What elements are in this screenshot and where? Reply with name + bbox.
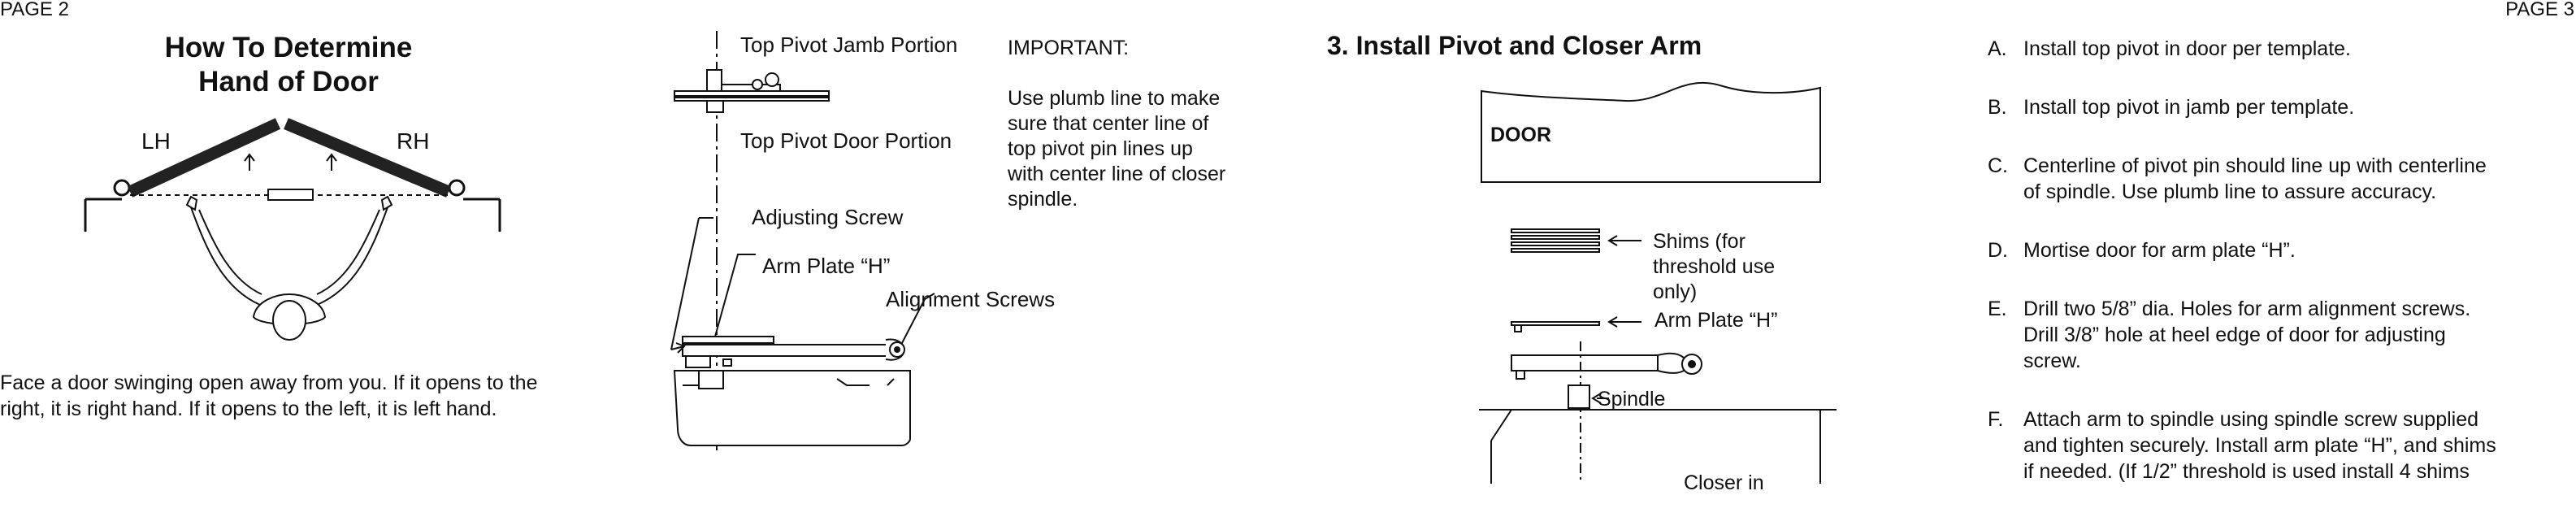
install-steps: A. Install top pivot in door per templat… (1988, 36, 2527, 517)
adjusting-screw-label: Adjusting Screw (752, 205, 904, 229)
important-line: sure that center line of (1008, 112, 1209, 135)
step-text: screw. (2023, 350, 2081, 372)
important-note: IMPORTANT: Use plumb line to make sure t… (1008, 36, 1284, 212)
alignment-screws-leader (901, 293, 935, 344)
hand-caption-line2: right, it is right hand. If it opens to … (0, 398, 497, 420)
step-letter: A. (1988, 37, 2007, 60)
step-letter: F. (1988, 408, 2004, 431)
shims-line: only) (1653, 280, 1698, 303)
adjusting-screw-leader (670, 217, 700, 350)
step-text: if needed. (If 1/2” threshold is used in… (2023, 460, 2470, 483)
step-text: Drill two 5/8” dia. Holes for arm alignm… (2023, 298, 2471, 320)
shims-line: Shims (for (1653, 230, 1746, 253)
step-b: B. Install top pivot in jamb per templat… (1988, 94, 2527, 120)
step-e: E. Drill two 5/8” dia. Holes for arm ali… (1988, 296, 2527, 374)
shims-line: threshold use (1653, 255, 1776, 278)
arrow-left-icon (1591, 393, 1609, 404)
door-label: DOOR (1490, 124, 1551, 146)
hand-title-line1: How To Determine (164, 32, 413, 63)
arm-plate-shape (1511, 321, 1600, 326)
step-c: C. Centerline of pivot pin should line u… (1988, 153, 2527, 205)
step-text: Mortise door for arm plate “H”. (2023, 239, 2296, 262)
step-letter: C. (1988, 154, 2008, 177)
step-letter: D. (1988, 239, 2008, 262)
left-wall (84, 198, 122, 232)
shims-stack (1511, 228, 1600, 253)
hand-title-line2: Hand of Door (198, 66, 379, 98)
section-title: 3. Install Pivot and Closer Arm (1327, 31, 1702, 60)
important-line: Use plumb line to make (1008, 87, 1221, 110)
step-text: Attach arm to spindle using spindle scre… (2023, 408, 2479, 431)
arm-plate-leader (714, 254, 756, 337)
step-text: Centerline of pivot pin should line up w… (2023, 154, 2487, 177)
arm-assembly (682, 336, 905, 368)
alignment-screws-label: Alignment Screws (886, 287, 1056, 311)
install-pivot-diagram (1479, 81, 1837, 484)
step-text: and tighten securely. Install arm plate … (2023, 434, 2496, 457)
step-text: of spindle. Use plumb line to assure acc… (2023, 180, 2437, 203)
page-number-right: PAGE 3 (2505, 0, 2574, 20)
rh-label: RH (397, 128, 430, 154)
important-line: top pivot pin lines up (1008, 137, 1193, 160)
right-wall (463, 198, 501, 232)
arm-plate-h-label: Arm Plate “H” (1654, 309, 1778, 332)
spindle-shape (1568, 384, 1590, 409)
lh-label: LH (141, 128, 171, 154)
top-pivot-door-label: Top Pivot Door Portion (740, 128, 952, 153)
right-door (284, 118, 451, 198)
hand-caption: Face a door swinging open away from you.… (0, 370, 585, 422)
arm-shape (1511, 352, 1702, 380)
step-f: F. Attach arm to spindle using spindle s… (1988, 406, 2527, 484)
step-d: D. Mortise door for arm plate “H”. (1988, 237, 2527, 263)
hand-caption-line1: Face a door swinging open away from you.… (0, 371, 538, 394)
step-letter: E. (1988, 298, 2007, 320)
spindle-label: Spindle (1598, 388, 1666, 411)
left-door (127, 118, 281, 198)
hand-title: How To Determine Hand of Door (114, 31, 463, 99)
arrow-left-icon (1607, 235, 1641, 246)
arrow-up-icon (244, 153, 255, 171)
person-figure (185, 195, 393, 341)
important-heading: IMPORTANT: (1008, 37, 1130, 59)
important-line: with center line of closer (1008, 163, 1226, 185)
arm-plate-label: Arm Plate “H” (762, 254, 891, 278)
door-shape (1481, 81, 1821, 183)
step-text: Install top pivot in jamb per template. (2023, 96, 2355, 119)
top-pivot-assembly (674, 69, 830, 113)
step-letter: B. (1988, 96, 2007, 119)
closer-body (673, 370, 911, 446)
step-text: Install top pivot in door per template. (2023, 37, 2352, 60)
step-text: Drill 3/8” hole at heel edge of door for… (2023, 324, 2446, 346)
top-pivot-jamb-label: Top Pivot Jamb Portion (740, 33, 958, 57)
right-hinge (448, 179, 466, 197)
closer-box (267, 189, 314, 201)
shims-label: Shims (for threshold use only) (1653, 229, 1775, 305)
arrow-right-icon (675, 342, 686, 354)
closer-outline (1490, 409, 1821, 484)
page-number-left: PAGE 2 (0, 0, 69, 20)
arrow-up-icon (326, 153, 337, 171)
important-line: spindle. (1008, 188, 1078, 211)
hand-of-door-diagram (84, 118, 501, 341)
step-a: A. Install top pivot in door per templat… (1988, 36, 2527, 62)
left-hinge (113, 179, 131, 197)
arrow-left-icon (1607, 316, 1641, 328)
pivot-closer-diagram (670, 31, 935, 454)
